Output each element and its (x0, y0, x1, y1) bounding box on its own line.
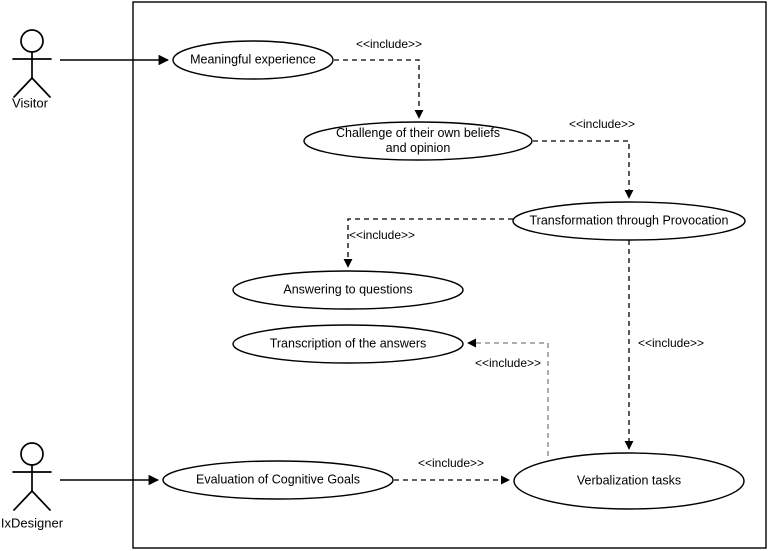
include-stereotype-label: <<include>> (569, 117, 635, 131)
use-case-evaluation-cognitive-goals[interactable]: Evaluation of Cognitive Goals (162, 460, 394, 500)
include-path-include-challenge-to-transformation (533, 140, 634, 199)
use-case-ellipse (172, 40, 334, 80)
use-case-label: Transformation through Provocation (530, 213, 729, 227)
use-case-label: Answering to questions (283, 282, 412, 296)
actor-left-leg-line (13, 490, 33, 511)
use-case-ellipse (513, 452, 745, 510)
use-case-label: Transcription of the answers (270, 336, 427, 350)
include-stereotype-label: <<include>> (638, 336, 704, 350)
actor-right-leg-line (31, 77, 51, 98)
actor-ixdesigner[interactable]: IxDesigner (1, 442, 64, 530)
include-stereotype-label: <<include>> (356, 37, 422, 51)
use-case-ellipse (232, 270, 464, 310)
actor-head-icon (20, 442, 44, 466)
actor-right-leg-line (31, 490, 51, 511)
use-case-transformation-provocation[interactable]: Transformation through Provocation (512, 201, 746, 241)
use-case-label: Verbalization tasks (577, 473, 681, 487)
actor-visitor[interactable]: Visitor (12, 29, 52, 110)
use-case-label: Challenge of their own beliefs (336, 126, 500, 140)
use-case-label: Evaluation of Cognitive Goals (196, 472, 360, 486)
system-boundary-rect (132, 1, 767, 549)
actor-left-leg-line (13, 77, 33, 98)
use-case-transcription-answers[interactable]: Transcription of the answers (232, 324, 464, 364)
actor-head-icon (20, 29, 44, 53)
include-path-include-meaningful-to-challenge (334, 59, 424, 119)
association-layer (60, 54, 170, 486)
use-case-ellipse (303, 121, 533, 161)
include-stereotype-label: <<include>> (349, 228, 415, 242)
include-relation-layer: <<include>> <<include>> <<include>> <<inclu… (334, 37, 704, 485)
actor-label-visitor: Visitor (12, 95, 49, 110)
include-path-include-verbalization-to-transcription (467, 338, 549, 456)
include-stereotype-label: <<include>> (418, 456, 484, 470)
use-case-label: Meaningful experience (190, 52, 316, 66)
use-case-ellipse (512, 201, 746, 241)
actor-label-ixdesigner: IxDesigner (1, 515, 64, 530)
use-case-ellipse (162, 460, 394, 500)
use-case-label: and opinion (386, 141, 451, 155)
use-case-verbalization-tasks[interactable]: Verbalization tasks (513, 452, 745, 510)
use-case-ellipse (232, 324, 464, 364)
use-case-meaningful-experience[interactable]: Meaningful experience (172, 40, 334, 80)
use-case-answering-questions[interactable]: Answering to questions (232, 270, 464, 310)
include-stereotype-label: <<include>> (475, 356, 541, 370)
include-path-include-transformation-to-answering (343, 218, 513, 268)
